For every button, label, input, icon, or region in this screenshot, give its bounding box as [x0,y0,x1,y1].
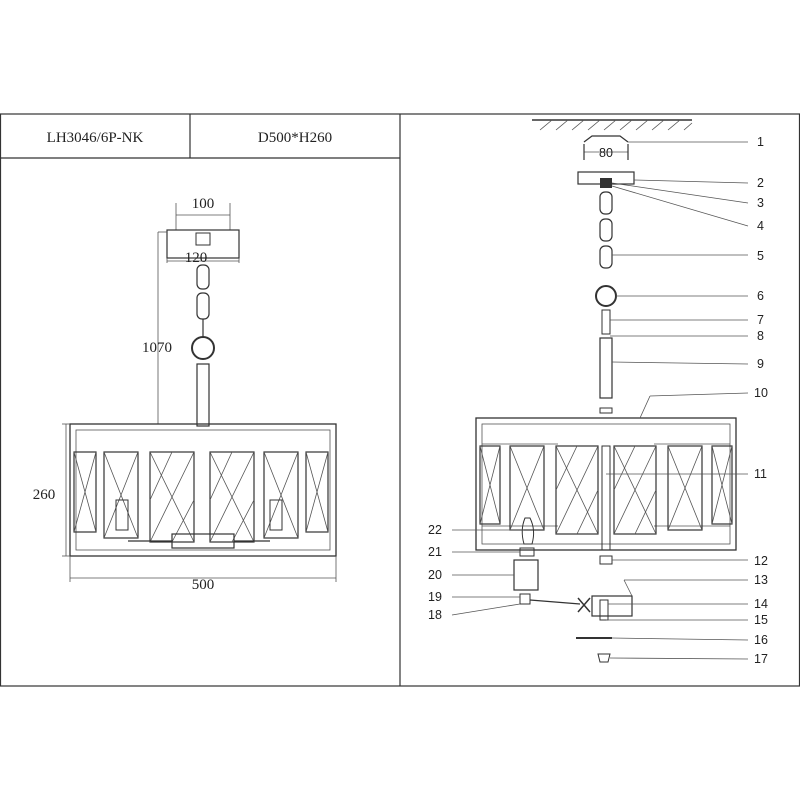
part-1-label: 1 [757,135,764,149]
dim-height: 260 [33,487,56,503]
part-3-label: 3 [757,196,764,210]
part-21-label: 21 [428,545,442,559]
part-14-label: 14 [754,597,768,611]
dim-mount-spacing: 80 [599,146,613,160]
part-4-label: 4 [757,219,764,233]
dim-diameter: 500 [192,577,215,593]
part-12-label: 12 [754,554,768,568]
part-8-label: 8 [757,329,764,343]
part-13-label: 13 [754,573,768,587]
part-17-label: 17 [754,652,768,666]
part-11-label: 11 [754,467,767,481]
dim-canopy-bottom: 120 [185,250,208,266]
model-number: LH3046/6P-NK [47,130,144,146]
part-15-label: 15 [754,613,768,627]
part-9-label: 9 [757,357,764,371]
dim-canopy-top: 100 [192,196,215,212]
part-18-label: 18 [428,608,442,622]
part-20-label: 20 [428,568,442,582]
crystal-panels-left [73,451,329,543]
part-7-label: 7 [757,313,764,327]
exploded-view: 80 [451,119,749,663]
part-2-label: 2 [757,176,764,190]
part-22-label: 22 [428,523,442,537]
part-5-label: 5 [757,249,764,263]
part-10-label: 10 [754,386,768,400]
part-6-label: 6 [757,289,764,303]
part-19-label: 19 [428,590,442,604]
size-label: D500*H260 [258,130,332,146]
part-labels: 1 2 3 4 5 6 7 8 9 10 11 12 13 14 15 16 1… [428,135,768,666]
dim-hanging-length: 1070 [142,340,172,356]
dimension-drawing: 100 120 1070 [33,196,337,593]
part-16-label: 16 [754,633,768,647]
sheet-frame [0,113,800,687]
